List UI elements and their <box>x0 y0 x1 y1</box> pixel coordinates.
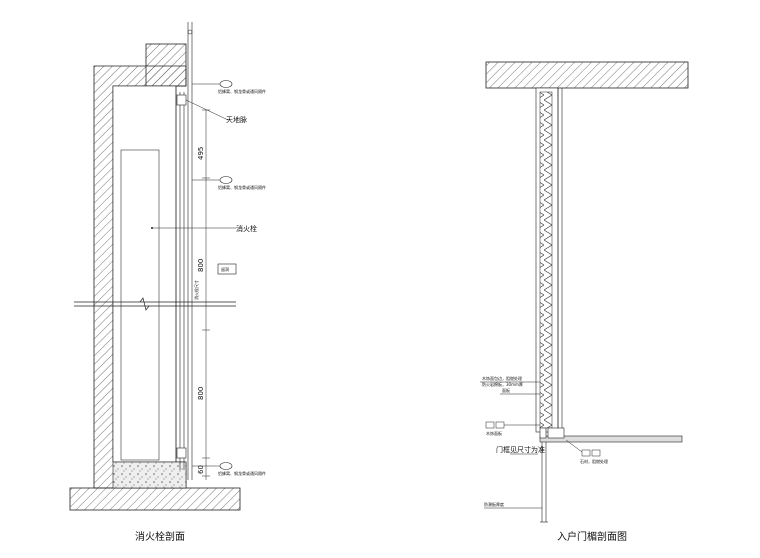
right-title: 入户门楣剖面图 <box>557 530 627 543</box>
note-1: 木饰面包边，阻燃处理 <box>482 375 522 381</box>
dim-495: 495 <box>197 147 205 160</box>
floor-slab <box>539 435 683 443</box>
break-line <box>74 297 236 311</box>
note-8: 防潮板厚度 <box>484 501 504 507</box>
label-top: 天地脉 <box>226 115 247 124</box>
callout-1: 铝蜂窝、钢龙骨或通风隔件 <box>192 80 266 94</box>
svg-text:石材，阻燃处理: 石材，阻燃处理 <box>580 458 608 464</box>
svg-text:铝蜂窝、钢龙骨或通风隔件: 铝蜂窝、钢龙骨或通风隔件 <box>218 88 266 94</box>
door-panel <box>175 60 193 480</box>
vertical-note: 消火栓尺寸 <box>193 280 199 300</box>
concrete-base <box>112 461 187 489</box>
floor-hatch <box>69 487 241 511</box>
cavity <box>112 85 177 463</box>
threshold <box>547 427 565 439</box>
svg-text:铝蜂窝、钢龙骨或通风隔件: 铝蜂窝、钢龙骨或通风隔件 <box>218 184 266 190</box>
callout-r2: 石材，阻燃处理 <box>565 439 608 464</box>
left-section: 495 800 800 60 消火栓尺寸 天地脉 消火栓 留洞 铝蜂窝、钢龙骨或… <box>69 22 266 543</box>
callout-r1: 木饰面板 <box>485 421 540 436</box>
note-2: 防火岩棉板，30mm厚 <box>482 381 523 387</box>
ceiling-slab <box>485 61 689 89</box>
label-mid: 消火栓 <box>236 224 257 233</box>
note-4: 门框见尺寸为准 <box>496 445 545 454</box>
dim-800-b: 800 <box>197 387 205 400</box>
callout-3: 铝蜂窝、钢龙骨或通风隔件 <box>192 462 266 476</box>
stamp-box <box>217 263 237 275</box>
dimension-line <box>202 109 210 480</box>
left-title: 消火栓剖面 <box>135 530 185 543</box>
stamp-text: 留洞 <box>221 266 229 272</box>
dim-60: 60 <box>197 465 205 474</box>
svg-text:铝蜂窝、钢龙骨或通风隔件: 铝蜂窝、钢龙骨或通风隔件 <box>218 470 266 476</box>
dim-800-a: 800 <box>197 259 205 272</box>
svg-text:木饰面板: 木饰面板 <box>486 430 502 436</box>
top-pipe <box>187 22 193 60</box>
frame-core <box>539 91 553 429</box>
leader-top <box>185 99 229 121</box>
hydrant-box <box>120 149 160 461</box>
callout-2: 铝蜂窝、钢龙骨或通风隔件 <box>192 176 266 190</box>
note-3: 面板 <box>502 387 510 393</box>
right-section: 木饰面包边，阻燃处理 防火岩棉板，30mm厚 面板 木饰面板 门框见尺寸为准 石… <box>480 61 689 543</box>
